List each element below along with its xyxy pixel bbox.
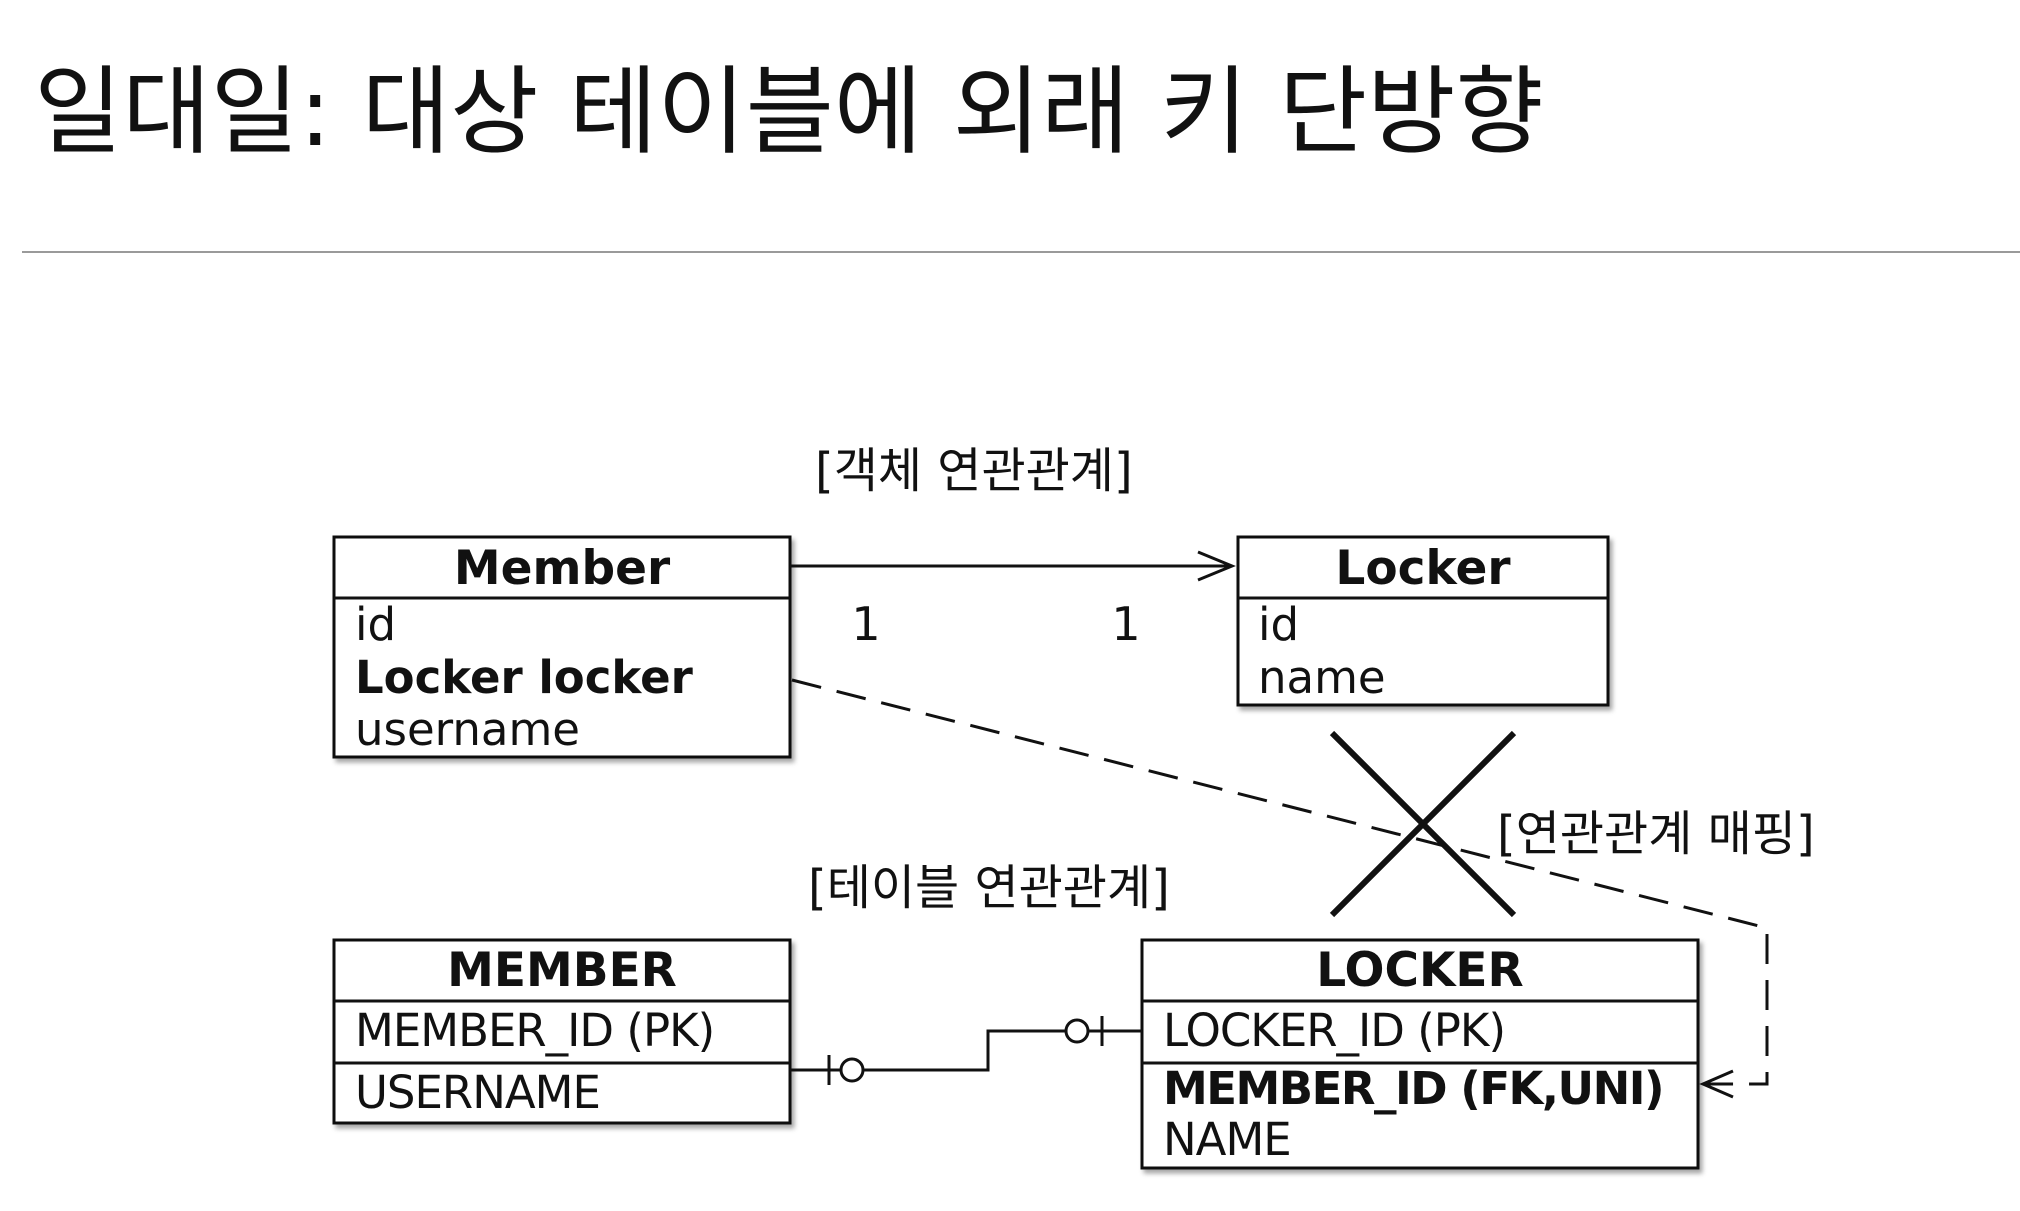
locker-field-name: name [1258,651,1386,704]
object-relation-label: [객체 연관관계] [815,443,1133,499]
page-title: 일대일: 대상 테이블에 외래 키 단방향 [34,56,1544,168]
locker-multiplicity: 1 [1111,597,1140,651]
member-field-id: id [355,598,396,651]
member-class-name: Member [454,541,671,596]
member-table-name: MEMBER [447,943,677,998]
member-table-pk: MEMBER_ID (PK) [355,1004,714,1057]
member-table-username: USERNAME [355,1066,600,1119]
open-arrow-icon [1197,550,1236,582]
open-arrow-icon [1699,1069,1734,1099]
zero-circle-icon [1064,1018,1090,1044]
zero-circle-icon [839,1057,865,1083]
locker-class-name: Locker [1335,541,1511,596]
member-field-locker: Locker locker [355,651,694,704]
locker-class-box: Locker id name [1236,535,1610,707]
locker-table-name: LOCKER [1316,943,1523,998]
table-relation-label: [테이블 연관관계] [808,860,1170,916]
locker-field-id: id [1258,598,1299,651]
cross-mark-icon [1329,730,1517,918]
member-multiplicity: 1 [851,597,880,651]
title-divider [22,251,2020,253]
member-class-box: Member id Locker locker username [332,535,792,759]
mapping-dashed-line [791,678,1769,1099]
locker-table-name-column: NAME [1163,1113,1291,1166]
mapping-label: [연관관계 매핑] [1497,806,1815,862]
member-field-username: username [355,703,580,756]
er-relationship-line [790,1016,1142,1085]
locker-table-fk: MEMBER_ID (FK,UNI) [1163,1062,1663,1115]
member-table-box: MEMBER MEMBER_ID (PK) USERNAME [332,938,792,1125]
locker-table-box: LOCKER LOCKER_ID (PK) MEMBER_ID (FK,UNI)… [1140,938,1700,1170]
association-arrow [790,550,1236,582]
locker-table-pk: LOCKER_ID (PK) [1163,1004,1505,1057]
